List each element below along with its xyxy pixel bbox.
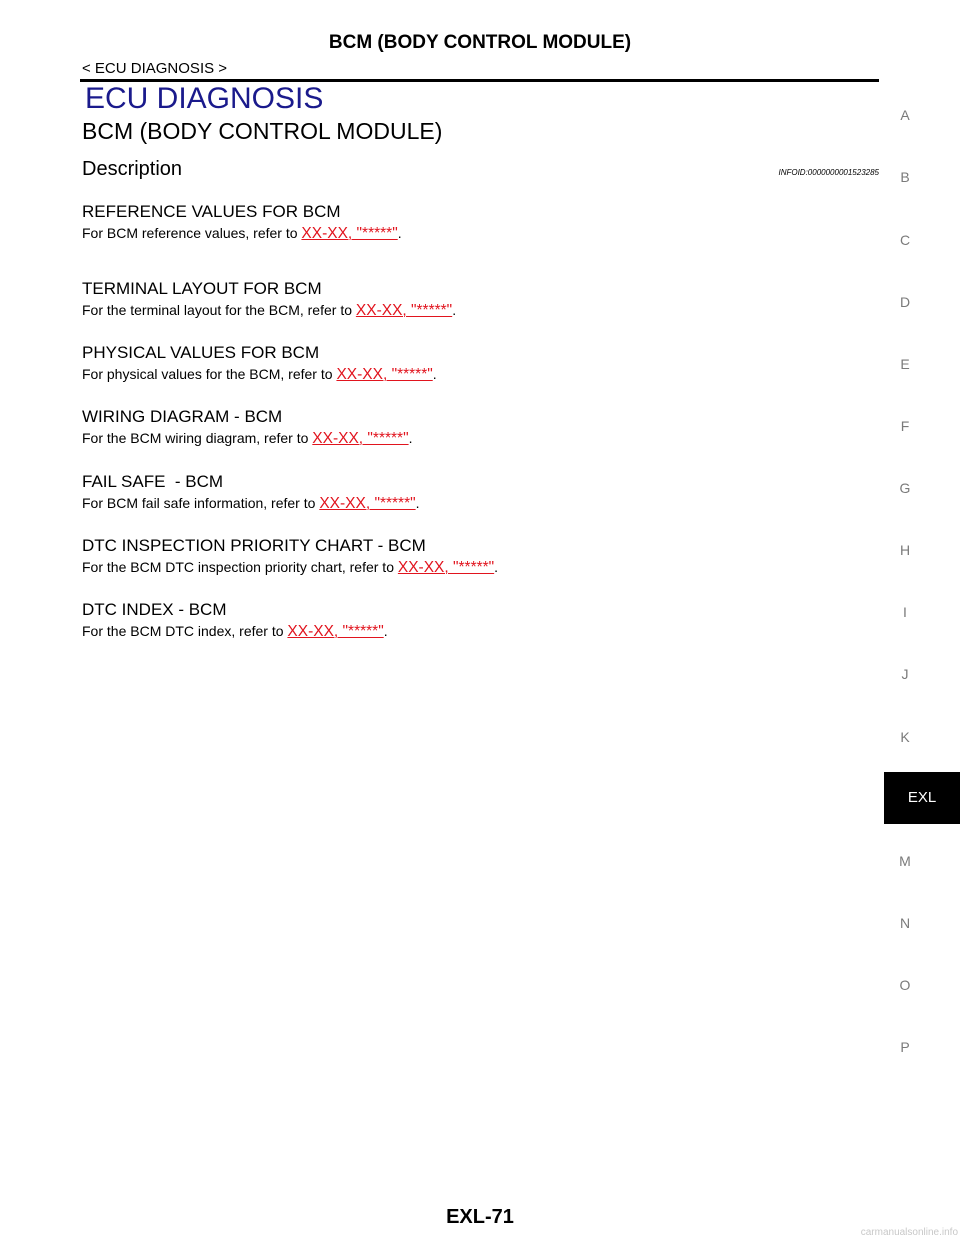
- index-tab-h[interactable]: H: [899, 542, 911, 558]
- index-tab-n[interactable]: N: [899, 915, 911, 931]
- entry-title: DTC INSPECTION PRIORITY CHART - BCM: [82, 536, 426, 555]
- entry-text-end: .: [494, 559, 499, 575]
- entry-text-end: .: [383, 623, 388, 639]
- index-tab-g[interactable]: G: [899, 480, 911, 496]
- section-title: ECU DIAGNOSIS: [85, 82, 324, 115]
- entry-text-end: .: [408, 430, 413, 446]
- entry-text: For BCM reference values, refer to XX-XX…: [82, 223, 402, 244]
- entry-text: For BCM fail safe information, refer to …: [82, 493, 420, 514]
- reference-link[interactable]: XX-XX, "*****": [312, 430, 409, 447]
- reference-link[interactable]: XX-XX, "*****": [319, 495, 416, 512]
- entry-fail-safe: FAIL SAFE - BCM For BCM fail safe inform…: [82, 472, 420, 514]
- entry-dtc-index: DTC INDEX - BCM For the BCM DTC index, r…: [82, 600, 388, 642]
- reference-link[interactable]: XX-XX, "*****": [336, 366, 433, 383]
- entry-text-lead: For the BCM DTC index, refer to: [82, 623, 288, 639]
- watermark: carmanualsonline.info: [860, 1227, 958, 1238]
- index-tab-f[interactable]: F: [900, 418, 910, 434]
- index-tab-b[interactable]: B: [900, 169, 910, 185]
- entry-text-end: .: [397, 225, 402, 241]
- entry-text-lead: For the BCM DTC inspection priority char…: [82, 559, 398, 575]
- entry-text-lead: For BCM reference values, refer to: [82, 225, 302, 241]
- info-id: INFOID:0000000001523285: [778, 168, 879, 177]
- entry-text: For physical values for the BCM, refer t…: [82, 364, 437, 385]
- index-tab-d[interactable]: D: [899, 294, 911, 310]
- entry-text: For the BCM wiring diagram, refer to XX-…: [82, 428, 412, 449]
- index-tab-exl-active[interactable]: EXL: [884, 772, 960, 824]
- description-heading: Description: [82, 158, 183, 180]
- entry-text-end: .: [452, 302, 457, 318]
- page-header-title: BCM (BODY CONTROL MODULE): [328, 32, 632, 53]
- index-tab-e[interactable]: E: [900, 356, 910, 372]
- entry-title: DTC INDEX - BCM: [82, 600, 227, 619]
- entry-text-end: .: [415, 495, 420, 511]
- entry-text: For the BCM DTC inspection priority char…: [82, 557, 498, 578]
- entry-title: WIRING DIAGRAM - BCM: [82, 407, 283, 426]
- reference-link[interactable]: XX-XX, "*****": [397, 559, 495, 576]
- reference-link[interactable]: XX-XX, "*****": [301, 225, 398, 242]
- entry-physical-values: PHYSICAL VALUES FOR BCM For physical val…: [82, 343, 437, 385]
- index-tab-o[interactable]: O: [899, 977, 911, 993]
- entry-wiring-diagram: WIRING DIAGRAM - BCM For the BCM wiring …: [82, 407, 412, 449]
- index-tab-k[interactable]: K: [900, 729, 910, 745]
- reference-link[interactable]: XX-XX, "*****": [355, 302, 453, 319]
- index-tab-i[interactable]: I: [903, 604, 907, 620]
- index-tab-m[interactable]: M: [899, 853, 911, 869]
- doc-title: BCM (BODY CONTROL MODULE): [82, 118, 443, 144]
- entry-text: For the terminal layout for the BCM, ref…: [82, 300, 456, 321]
- entry-title: TERMINAL LAYOUT FOR BCM: [82, 279, 322, 298]
- breadcrumb: < ECU DIAGNOSIS >: [82, 60, 228, 77]
- entry-title: REFERENCE VALUES FOR BCM: [82, 202, 341, 221]
- entry-dtc-priority-chart: DTC INSPECTION PRIORITY CHART - BCM For …: [82, 536, 498, 578]
- page-number: EXL-71: [446, 1206, 514, 1228]
- entry-text-lead: For BCM fail safe information, refer to: [82, 495, 320, 511]
- entry-title: FAIL SAFE - BCM: [82, 472, 224, 491]
- entry-text-lead: For physical values for the BCM, refer t…: [82, 366, 337, 382]
- entry-text-lead: For the BCM wiring diagram, refer to: [82, 430, 313, 446]
- entry-text-end: .: [432, 366, 437, 382]
- index-tab-p[interactable]: P: [900, 1039, 910, 1055]
- entry-reference-values: REFERENCE VALUES FOR BCM For BCM referen…: [82, 202, 402, 244]
- reference-link[interactable]: XX-XX, "*****": [287, 623, 384, 640]
- entry-terminal-layout: TERMINAL LAYOUT FOR BCM For the terminal…: [82, 279, 456, 321]
- header-rule: [80, 79, 879, 82]
- index-tab-c[interactable]: C: [899, 232, 911, 248]
- entry-title: PHYSICAL VALUES FOR BCM: [82, 343, 320, 362]
- entry-text-lead: For the terminal layout for the BCM, ref…: [82, 302, 356, 318]
- index-tab-a[interactable]: A: [900, 107, 910, 123]
- index-tab-j[interactable]: J: [901, 666, 909, 682]
- entry-text: For the BCM DTC index, refer to XX-XX, "…: [82, 621, 388, 642]
